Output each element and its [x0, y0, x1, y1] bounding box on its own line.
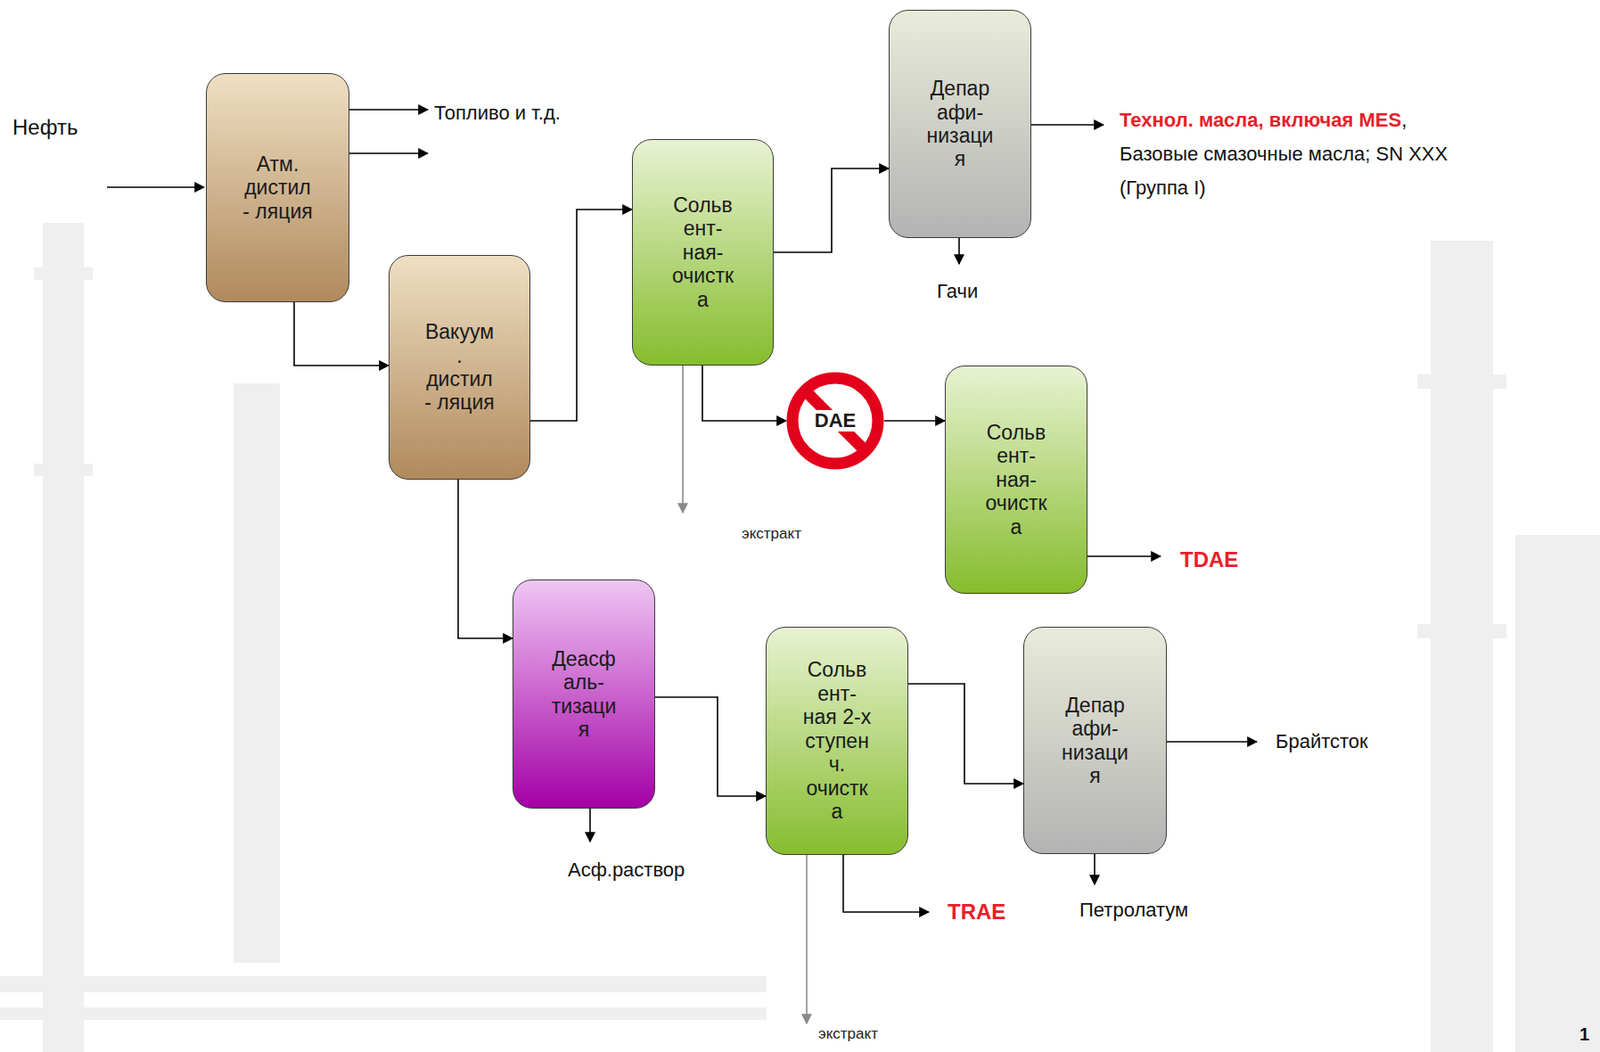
- tower: [233, 383, 280, 963]
- output-arrow: [589, 808, 591, 842]
- output-arrow: [349, 108, 428, 111]
- output-arrow: [1031, 123, 1104, 126]
- flow-connector: [530, 209, 632, 421]
- flow-connector: [773, 168, 889, 253]
- node-text: Вакуум . дистил - ляция: [424, 320, 496, 415]
- process-box: Депар афи- низаци я: [1023, 626, 1167, 854]
- prohibited-ring: [792, 377, 878, 464]
- stream-label: экстракт: [818, 1025, 878, 1043]
- product-text: Технол. масла, включая MES: [1119, 108, 1402, 132]
- flow-connector: [655, 697, 766, 796]
- node-text: Депар афи- низаци я: [924, 76, 996, 172]
- node-text: Атм. дистил - ляция: [242, 152, 314, 223]
- stream-label: Топливо и т.д.: [434, 101, 561, 125]
- process-box: Сольв ент- ная- очистк а: [631, 139, 774, 366]
- pipe: [0, 976, 767, 993]
- flow-connector: [884, 419, 945, 422]
- tower: [42, 222, 84, 1052]
- product-label: TRAE: [947, 899, 1006, 925]
- output-arrow: [349, 152, 428, 155]
- stream-label: экстракт: [741, 525, 802, 543]
- output-arrow: [958, 237, 960, 264]
- process-box: Деасф аль- тизаци я: [512, 579, 656, 809]
- tower-ring: [1417, 374, 1507, 389]
- extract-arrow: [681, 365, 684, 513]
- node-text: Сольв ент- ная- очистк а: [667, 193, 739, 312]
- stream-label: Нефть: [12, 114, 78, 140]
- stream-label: Асф.раствор: [567, 858, 685, 882]
- flow-connector: [294, 302, 389, 366]
- tower-ring: [33, 267, 93, 280]
- node-text: Депар афи- низаци я: [1059, 693, 1132, 788]
- pipe: [0, 1007, 767, 1020]
- output-arrow: [1087, 555, 1161, 558]
- process-box: Депар афи- низаци я: [888, 9, 1032, 238]
- stream-label: Брайтсток: [1275, 730, 1369, 754]
- node-text: Деасф аль- тизаци я: [548, 647, 620, 742]
- process-box: Сольв ент- ная- очистк а: [944, 365, 1088, 594]
- prohibited-node: DAE: [786, 371, 885, 470]
- product-list: Технол. масла, включая MES, Базовые смаз…: [1119, 103, 1486, 206]
- node-text: DAE: [812, 410, 858, 432]
- stream-label: 1: [1579, 1024, 1590, 1045]
- extract-arrow: [805, 854, 808, 1024]
- prohibited-slash: [804, 390, 866, 452]
- tower-ring: [1417, 623, 1507, 639]
- flow-connector: [702, 365, 787, 421]
- output-arrow: [1166, 740, 1257, 743]
- output-arrow: [843, 854, 929, 912]
- stream-label: Петролатум: [1079, 898, 1189, 922]
- structure: [1515, 534, 1600, 1052]
- node-text: Сольв ент- ная 2-х ступен ч. очистк а: [801, 657, 873, 823]
- node-text: Сольв ент- ная- очистк а: [980, 420, 1052, 539]
- flow-connector: [908, 683, 1024, 784]
- stream-label: Гачи: [936, 279, 978, 304]
- flow-connector: [458, 479, 513, 639]
- tower-ring: [33, 463, 93, 476]
- tower: [1430, 240, 1494, 1052]
- product-label: TDAE: [1180, 547, 1239, 573]
- output-arrow: [1093, 853, 1096, 885]
- input-arrow: [106, 186, 205, 189]
- process-box: Атм. дистил - ляция: [205, 73, 350, 303]
- process-box: Вакуум . дистил - ляция: [388, 254, 531, 480]
- process-box: Сольв ент- ная 2-х ступен ч. очистк а: [765, 626, 909, 855]
